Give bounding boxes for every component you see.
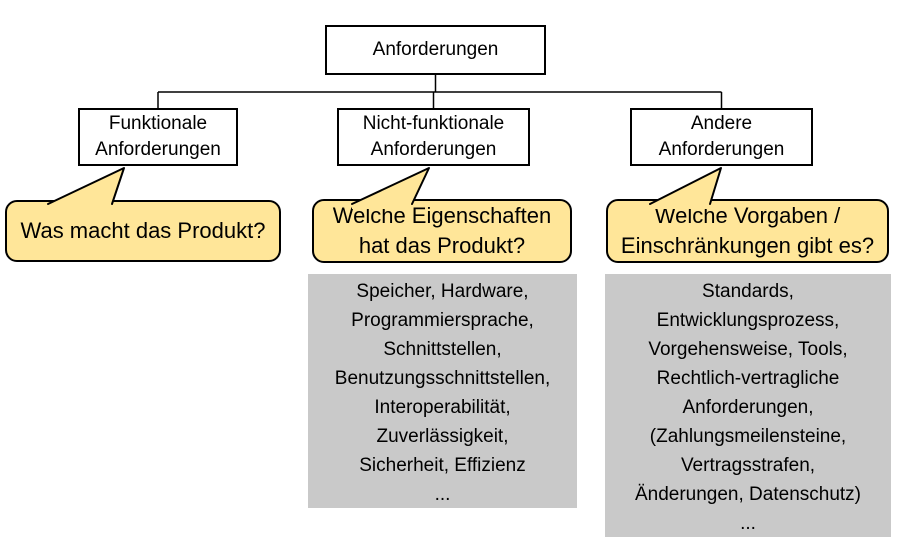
question-bubble-nicht-funktionale: Welche Eigenschaften hat das Produkt? <box>312 199 572 263</box>
bubble-tail-funktionale-outline <box>47 167 125 205</box>
node-anforderungen-label: Anforderungen <box>372 39 499 60</box>
question-bubble-funktionale: Was macht das Produkt? <box>5 200 281 262</box>
tree-connector-lines <box>157 75 723 109</box>
question-bubble-funktionale-text: Was macht das Produkt? <box>20 218 266 243</box>
node-andere-anforderungen: Andere Anforderungen <box>630 108 813 166</box>
node-funktionale-label: Funktionale Anforderungen <box>95 113 221 160</box>
node-andere-label: Andere Anforderungen <box>658 113 785 160</box>
details-nicht-funktionale: Speicher, Hardware, Programmiersprache, … <box>308 274 577 508</box>
node-anforderungen: Anforderungen <box>325 25 546 75</box>
node-nicht-funktionale-label: Nicht-funktionale Anforderungen <box>362 113 505 160</box>
node-nicht-funktionale-anforderungen: Nicht-funktionale Anforderungen <box>337 108 530 166</box>
question-bubble-nicht-funktionale-text: Welche Eigenschaften hat das Produkt? <box>332 203 552 258</box>
node-funktionale-anforderungen: Funktionale Anforderungen <box>78 108 238 166</box>
question-bubble-andere-text: Welche Vorgaben / Einschränkungen gibt e… <box>620 203 875 258</box>
question-bubble-andere: Welche Vorgaben / Einschränkungen gibt e… <box>606 199 889 263</box>
details-andere: Standards, Entwicklungsprozess, Vorgehen… <box>605 274 891 537</box>
